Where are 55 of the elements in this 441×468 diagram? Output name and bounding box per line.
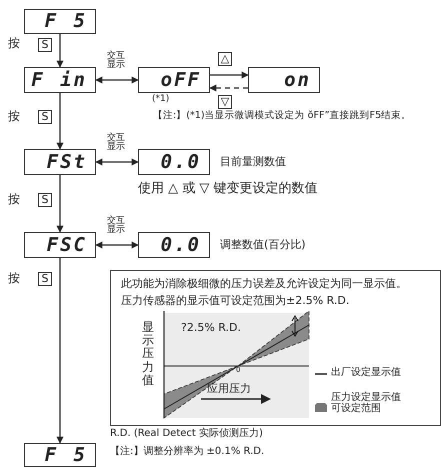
legend-text: 出厂设定显示值 (331, 367, 402, 378)
segment-display (24, 232, 96, 258)
note-text: 使用 △ 或 ▽ 键变更设定的数值 (138, 181, 318, 197)
note-text: ?2.5% R.D. (181, 321, 241, 334)
arrow (56, 258, 64, 444)
segment-display (248, 67, 320, 93)
arrow (95, 158, 139, 166)
note-text: 【注:】调整分辨率为 ±0.1% R.D. (110, 446, 264, 458)
arrow (210, 72, 249, 78)
axis-label: 显示压力值 (142, 321, 154, 387)
segment-display (138, 232, 210, 258)
segment-display (24, 9, 96, 34)
legend-text: 压力设定显示值可设定范围 (331, 392, 402, 414)
key-label: S (38, 193, 52, 207)
note-text: 【注:】(*1)当显示微调模式设定为 ŏFF”直接跳到F5结束。 (153, 110, 412, 122)
key-label: △ (218, 52, 232, 66)
segment-display (138, 67, 210, 93)
display-readout: FSt (46, 152, 87, 172)
display-readout: 0.0 (160, 152, 201, 172)
segment-display (24, 443, 96, 467)
node-caption: 调整数值(百分比) (220, 238, 306, 252)
edge-label: 交互显示 (107, 217, 126, 235)
display-readout: FSC (46, 236, 87, 254)
note-text: 此功能为消除极细微的压力误差及允许设定为同一显示值。 (121, 277, 407, 290)
display-readout: oFF (160, 70, 201, 90)
edge-label: 交互显示 (107, 52, 126, 70)
arrow (56, 93, 64, 150)
display-readout: F 5 (44, 446, 87, 464)
edge-label: 按 (8, 192, 20, 206)
segment-display (138, 149, 210, 175)
display-readout: on (284, 70, 311, 90)
arrow (209, 84, 248, 92)
display-readout: F in (31, 70, 87, 90)
key-label: S (38, 38, 52, 52)
key-label: ▽ (218, 95, 232, 109)
arrow (95, 76, 139, 84)
display-readout: F 5 (44, 12, 87, 31)
edge-label: 按 (8, 36, 20, 50)
node-caption: 目前量测数值 (220, 155, 286, 168)
segment-display (24, 149, 96, 175)
display-readout: 0.0 (160, 236, 201, 254)
node-caption: (*1) (152, 94, 170, 105)
note-text: 应用压力 (207, 382, 251, 396)
arrow (56, 175, 64, 233)
arrow (95, 242, 139, 248)
edge-label: 按 (8, 109, 20, 124)
segment-display (24, 67, 96, 93)
note-text: 压力传感器的显示值可设定范围为±2.5% R.D. (121, 294, 350, 308)
key-label: S (38, 272, 52, 286)
key-label: S (38, 110, 52, 124)
arrow (56, 34, 64, 68)
note-text: R.D. (Real Detect 实际侦测压力) (110, 428, 263, 440)
note-panel (110, 270, 441, 426)
edge-label: 交互显示 (107, 134, 126, 152)
edge-label: 按 (8, 271, 20, 286)
